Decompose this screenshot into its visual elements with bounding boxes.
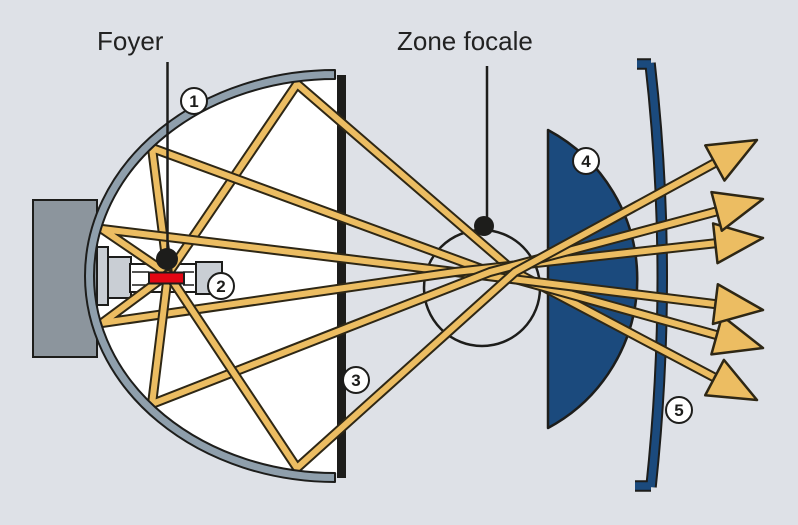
filament bbox=[148, 271, 185, 285]
light-rays bbox=[97, 79, 765, 473]
light-ray-arrowhead bbox=[703, 358, 759, 402]
light-ray-arrowhead bbox=[711, 283, 765, 326]
filament-leads bbox=[132, 271, 194, 286]
shield-bar bbox=[337, 75, 346, 478]
callout-badge-condenser-lens: 4 bbox=[572, 147, 600, 175]
zone-focale-point bbox=[474, 216, 494, 236]
callout-badge-lamp-filament: 2 bbox=[207, 272, 235, 300]
light-ray bbox=[99, 239, 727, 326]
cover-lens bbox=[635, 60, 666, 490]
foyer-label: Foyer bbox=[97, 26, 164, 56]
callout-badge-cover-lens: 5 bbox=[665, 396, 693, 424]
light-ray-arrowhead bbox=[711, 222, 765, 265]
callout-badge-shield: 3 bbox=[342, 366, 370, 394]
light-ray-arrowhead bbox=[710, 314, 765, 356]
foyer-point bbox=[156, 248, 178, 270]
light-ray bbox=[149, 145, 728, 341]
bulb-base bbox=[107, 256, 132, 299]
callout-badge-reflector: 1 bbox=[180, 87, 208, 115]
zone-focale-label: Zone focale bbox=[397, 26, 533, 56]
light-ray bbox=[99, 226, 727, 309]
light-ray bbox=[149, 206, 728, 407]
light-ray bbox=[165, 156, 725, 471]
light-ray-arrowhead bbox=[704, 138, 759, 182]
light-ray-arrowhead bbox=[710, 190, 765, 232]
bulb-mount-plate bbox=[96, 246, 109, 306]
reflector-arc bbox=[84, 69, 336, 483]
